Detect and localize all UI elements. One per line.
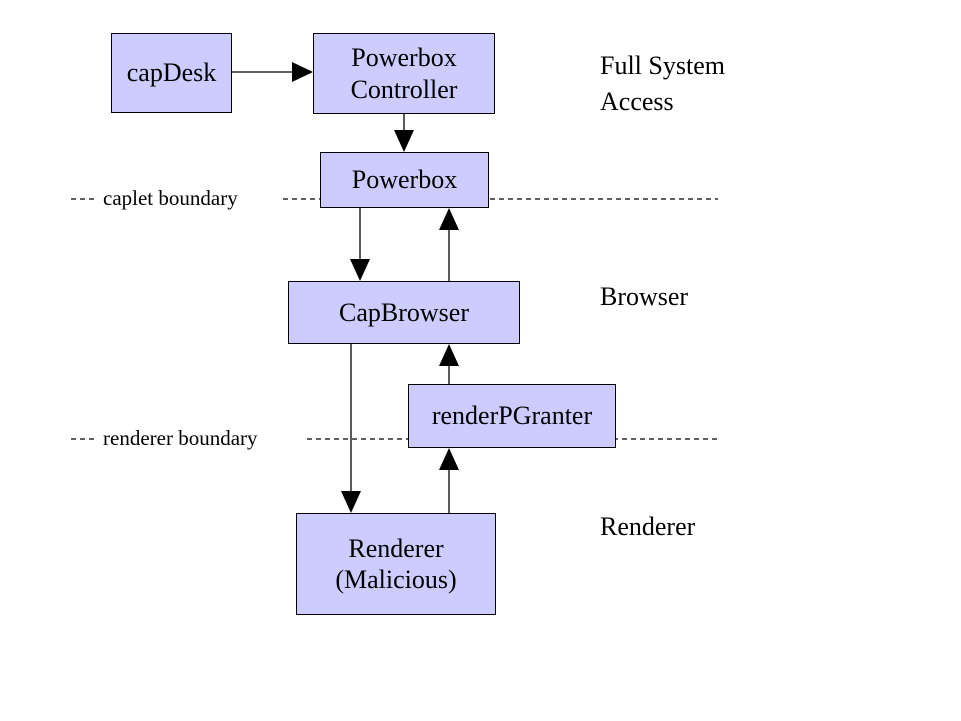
capbrowser-node: CapBrowser bbox=[288, 281, 520, 344]
renderer-label-line1: Renderer bbox=[348, 533, 444, 563]
zone-full-system-line2: Access bbox=[600, 86, 674, 116]
zone-full-system-line1: Full System bbox=[600, 51, 725, 80]
renderer-label-line2: (Malicious) bbox=[335, 565, 457, 594]
powerbox-label: Powerbox bbox=[351, 165, 458, 195]
powerbox-node: Powerbox bbox=[320, 152, 489, 208]
powerbox-controller-node: Powerbox Controller bbox=[313, 33, 495, 114]
renderpgranter-node: renderPGranter bbox=[408, 384, 616, 448]
renderpgranter-label: renderPGranter bbox=[431, 401, 593, 431]
capbrowser-label: CapBrowser bbox=[339, 297, 469, 327]
capdesk-node: capDesk bbox=[111, 33, 232, 113]
arrowhead-capdesk-to-controller bbox=[292, 62, 313, 82]
zone-full-system-access: Full System Access bbox=[600, 48, 725, 120]
arrowhead-capbrowser-to-powerbox bbox=[439, 208, 459, 230]
renderer-node: Renderer (Malicious) bbox=[296, 513, 496, 615]
zone-browser: Browser bbox=[600, 282, 689, 311]
zone-renderer: Renderer bbox=[600, 512, 696, 541]
caplet-boundary-label: caplet boundary bbox=[99, 188, 242, 209]
arrowhead-capbrowser-to-renderer bbox=[341, 491, 361, 513]
powerbox-controller-label-line1: Powerbox bbox=[351, 43, 457, 73]
arrowhead-renderer-to-granter bbox=[439, 448, 459, 470]
arrowhead-powerbox-to-capbrowser bbox=[350, 259, 370, 281]
capdesk-label: capDesk bbox=[126, 58, 217, 88]
powerbox-controller-label-line2: Controller bbox=[350, 74, 458, 104]
arrowhead-granter-to-capbrowser bbox=[439, 344, 459, 366]
renderer-boundary-label: renderer boundary bbox=[99, 428, 262, 449]
arrowhead-controller-to-powerbox bbox=[394, 130, 414, 152]
